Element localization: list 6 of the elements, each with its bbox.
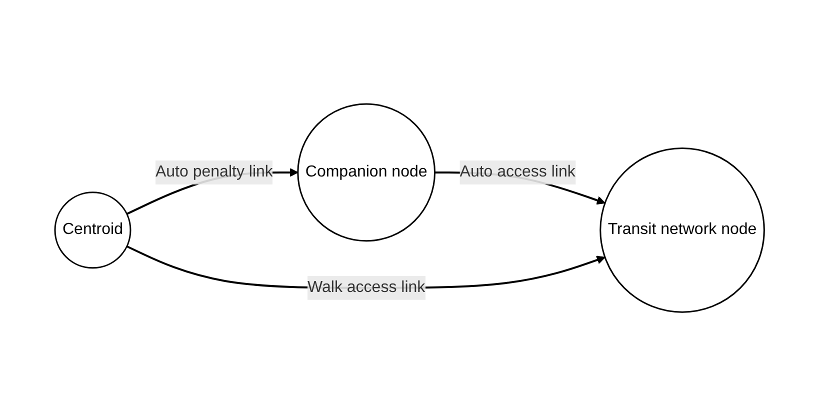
edge-label: Walk access link [308, 279, 426, 296]
node-circle: Transit network node [600, 148, 766, 314]
edge-label: Auto access link [460, 164, 576, 181]
edge-label: Auto penalty link [156, 164, 274, 181]
node-circle: Companion node [298, 104, 436, 242]
node-circle: Centroid [54, 192, 132, 270]
